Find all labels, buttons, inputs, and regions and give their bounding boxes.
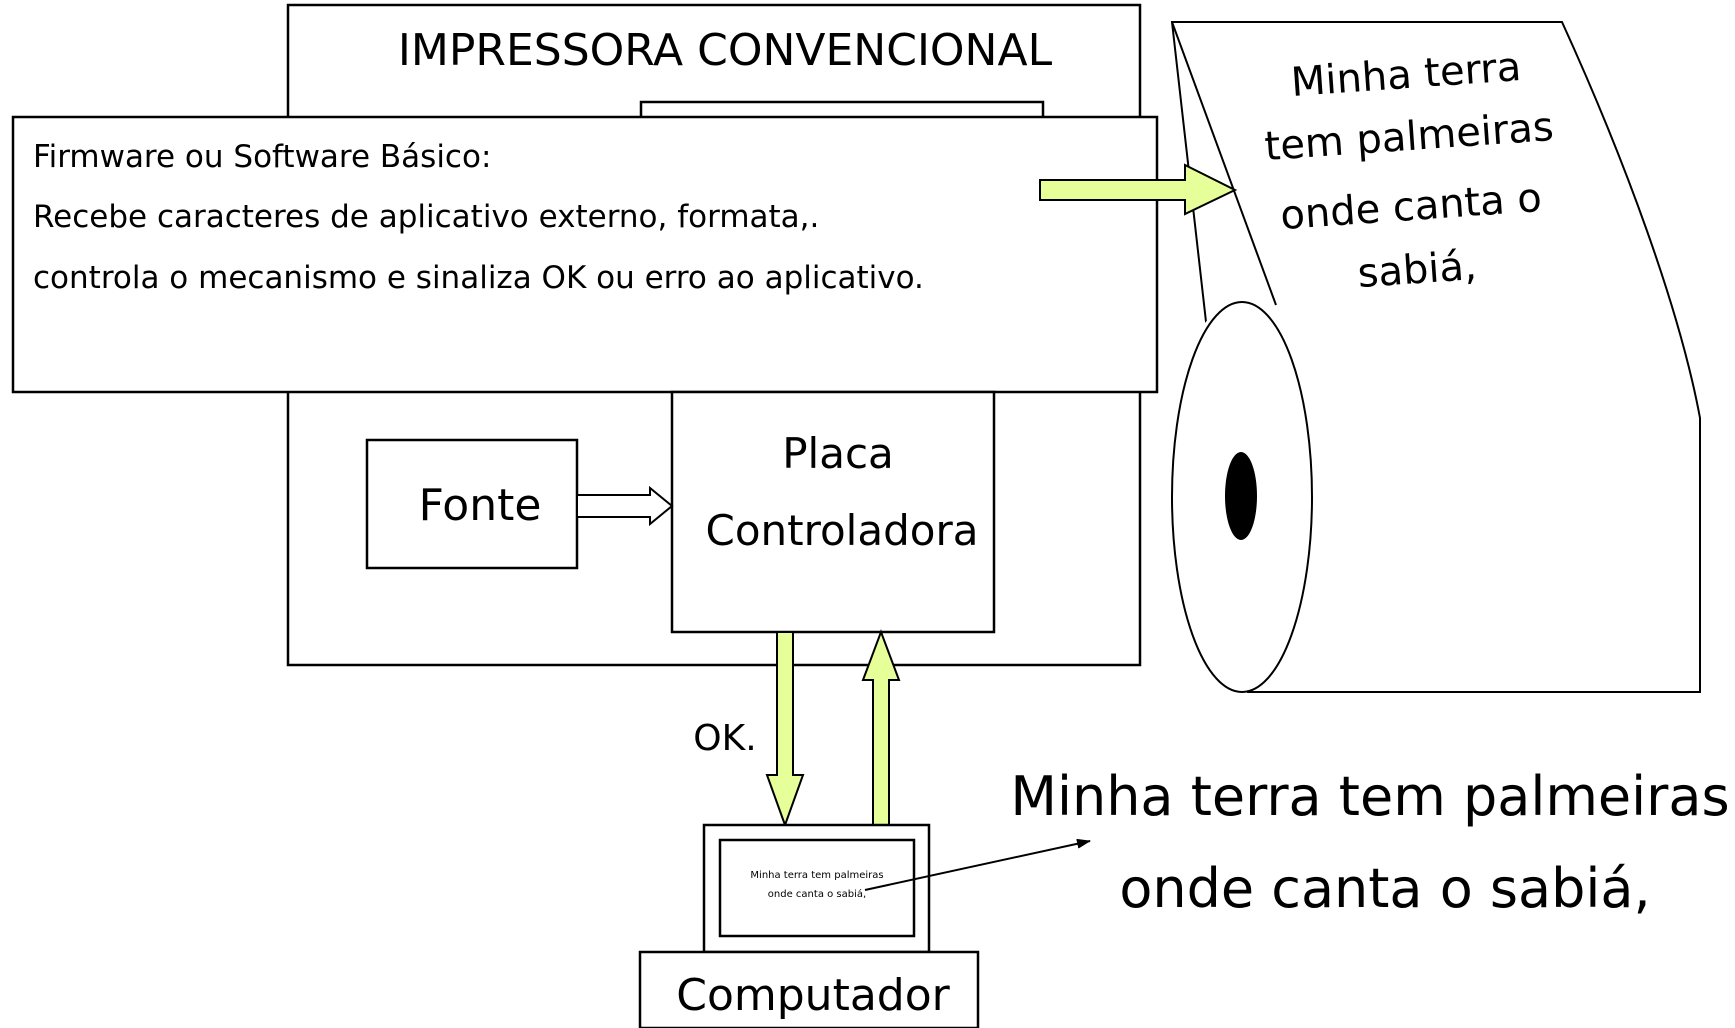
- callout-line1: Minha terra tem palmeiras: [1010, 765, 1729, 828]
- computer-screen: [718, 838, 916, 938]
- firmware-line1: Firmware ou Software Básico:: [33, 139, 491, 175]
- placa-controladora-box: [670, 390, 996, 634]
- screen-text-line2: onde canta o sabiá,: [768, 888, 866, 900]
- callout-line2: onde canta o sabiá,: [1119, 857, 1650, 920]
- arrow-fonte-to-placa: [576, 485, 674, 527]
- roll-core-hole: [1225, 452, 1257, 540]
- arrow-placa-to-computer: [765, 631, 805, 828]
- firmware-line3: controla o mecanismo e sinaliza OK ou er…: [33, 260, 924, 296]
- arrow-firmware-to-paper: [1039, 163, 1238, 216]
- ok-label: OK.: [693, 718, 756, 759]
- screen-text-line1: Minha terra tem palmeiras: [750, 870, 883, 881]
- placa-label-line2: Controladora: [706, 506, 979, 555]
- computer-base: [638, 950, 980, 1028]
- firmware-box: [11, 115, 1159, 394]
- callout-arrow: [864, 838, 1091, 891]
- computer-label: Computador: [676, 970, 950, 1021]
- firmware-line2: Recebe caracteres de aplicativo externo,…: [33, 199, 819, 235]
- arrow-computer-to-placa: [861, 629, 901, 826]
- fonte-box: [365, 438, 579, 570]
- paper-text-line4: sabiá,: [1356, 243, 1478, 297]
- printer-title: IMPRESSORA CONVENCIONAL: [398, 25, 1053, 76]
- fonte-label: Fonte: [419, 480, 542, 531]
- paper-roll: [1170, 21, 1701, 693]
- placa-label-line1: Placa: [782, 429, 894, 478]
